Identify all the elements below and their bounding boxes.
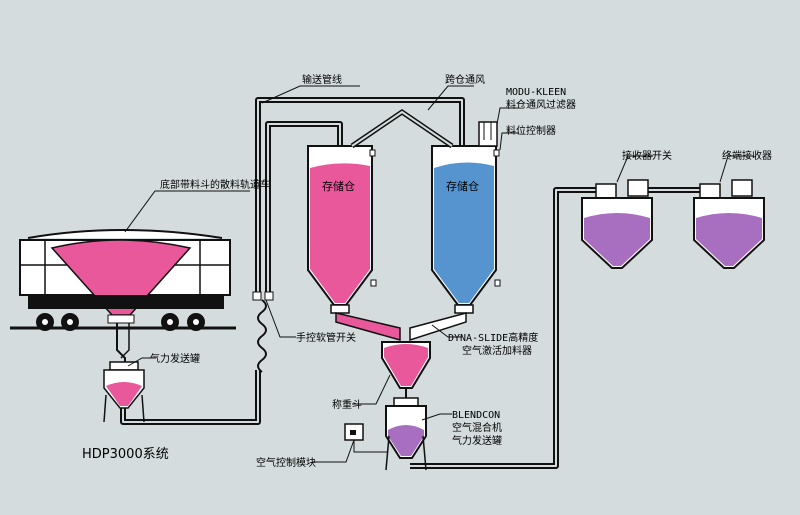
label-blendcon: BLENDCON xyxy=(452,410,500,421)
silo-right xyxy=(431,121,500,314)
weigh-hopper xyxy=(381,341,431,389)
label-silo-left: 存储仓 xyxy=(322,179,355,193)
cross-silo-vent xyxy=(350,108,454,149)
label-level-control: 料位控制器 xyxy=(506,124,556,137)
label-blendcon-mixer: 空气混合机 xyxy=(452,421,502,434)
label-railcar: 底部带料斗的散料轨道车 xyxy=(160,178,270,191)
label-silo-right: 存储仓 xyxy=(446,179,479,193)
label-conveying-line: 输送管线 xyxy=(302,73,342,86)
leader-lines xyxy=(124,85,754,463)
flexible-hose xyxy=(257,299,267,373)
label-weigh-hopper: 称重斗 xyxy=(332,398,362,411)
blendcon-tank xyxy=(385,397,427,471)
label-air-control: 空气控制模块 xyxy=(256,456,316,469)
label-terminal-receiver: 终端接收器 xyxy=(722,149,772,162)
hose-switch-valve xyxy=(252,291,262,301)
silo-left xyxy=(307,145,376,314)
pneumatic-tank xyxy=(103,361,145,423)
label-receiver-switch: 接收器开关 xyxy=(622,149,672,162)
label-dyna-slide-feeder: 空气激活加料器 xyxy=(462,344,532,357)
label-modu-kleen-filter: 料仓通风过滤器 xyxy=(506,98,576,111)
label-hose-switch: 手控软管开关 xyxy=(296,331,356,344)
label-blendcon-tank: 气力发送罐 xyxy=(452,434,502,447)
terminal-receiver xyxy=(693,179,765,269)
label-pneumatic-tank: 气力发送罐 xyxy=(150,352,200,365)
label-system-name: HDP3000系统 xyxy=(82,447,169,462)
label-dyna-slide: DYNA-SLIDE高精度 xyxy=(448,331,538,344)
railcar xyxy=(10,229,236,331)
label-modu-kleen: MODU-KLEEN xyxy=(506,87,566,98)
dyna-slide-feeder xyxy=(335,312,467,342)
receiver-switch-unit xyxy=(581,179,653,269)
labels: 底部带料斗的散料轨道车 输送管线 跨仓通风 MODU-KLEEN 料仓通风过滤器… xyxy=(82,73,772,469)
label-cross-silo-vent: 跨仓通风 xyxy=(445,73,485,86)
